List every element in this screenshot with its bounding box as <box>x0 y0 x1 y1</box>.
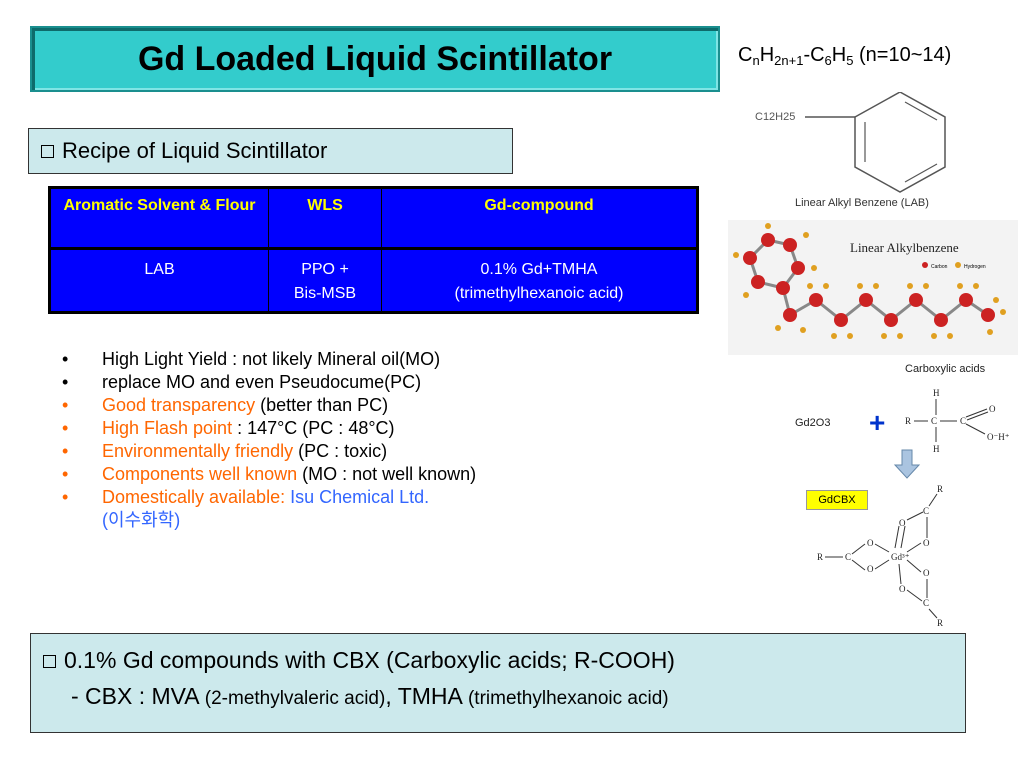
cbx-summary-line2: - CBX : MVA (2-methylvaleric acid), TMHA… <box>71 683 669 709</box>
recipe-heading: Recipe of Liquid Scintillator <box>62 138 328 163</box>
svg-text:O: O <box>989 404 996 414</box>
plus-icon: + <box>869 407 885 438</box>
list-item: •Components well known (MO : not well kn… <box>62 464 477 484</box>
svg-text:O: O <box>923 568 930 578</box>
gdcbx-label: GdCBX <box>806 490 868 510</box>
svg-text:O: O <box>867 564 874 574</box>
svg-text:C: C <box>960 416 966 426</box>
list-item: •replace MO and even Pseudocume(PC) <box>62 372 422 392</box>
svg-text:O: O <box>867 538 874 548</box>
svg-text:O: O <box>923 538 930 548</box>
benzene-ring-icon <box>854 92 946 193</box>
svg-text:H: H <box>933 388 940 398</box>
lab-chain-label: C12H25 <box>755 111 795 123</box>
cbx-summary-line1: 0.1% Gd compounds with CBX (Carboxylic a… <box>43 644 965 676</box>
table-cell-solvent: LAB <box>49 248 269 313</box>
svg-text:R: R <box>937 484 943 494</box>
svg-text:O: O <box>899 518 906 528</box>
svg-text:C: C <box>923 598 929 608</box>
page-title: Gd Loaded Liquid Scintillator <box>137 39 613 78</box>
cbx-summary-box: 0.1% Gd compounds with CBX (Carboxylic a… <box>30 633 966 733</box>
recipe-heading-box: Recipe of Liquid Scintillator <box>28 128 513 174</box>
list-item: •High Flash point : 147°C (PC : 48°C) <box>62 418 395 438</box>
svg-text:C: C <box>923 506 929 516</box>
table-row: LAB PPO + Bis-MSB 0.1% Gd+TMHA (trimethy… <box>49 248 698 313</box>
lab-model-title: Linear Alkylbenzene <box>850 240 959 255</box>
gd2o3-label: Gd2O3 <box>795 417 830 429</box>
svg-text:Gd³⁺: Gd³⁺ <box>891 552 910 562</box>
table-header: WLS <box>268 187 382 250</box>
table-cell-wls: PPO + Bis-MSB <box>268 248 382 313</box>
svg-text:O⁻H⁺: O⁻H⁺ <box>987 432 1010 442</box>
gd-cbx-reaction-diagram: Carboxylic acids Gd2O3 + H R C C O O⁻H⁺ … <box>795 363 1010 628</box>
svg-text:C: C <box>845 552 851 562</box>
svg-text:Hydrogen: Hydrogen <box>964 264 986 270</box>
list-item: •High Light Yield : not likely Mineral o… <box>62 349 441 369</box>
lab-molecule-model: Linear Alkylbenzene Carbon Hydrogen <box>728 220 1018 355</box>
svg-text:C: C <box>931 416 937 426</box>
svg-text:O: O <box>899 584 906 594</box>
list-item: •Domestically available: Isu Chemical Lt… <box>62 487 430 530</box>
svg-text:H: H <box>933 444 940 454</box>
down-arrow-icon <box>893 449 921 479</box>
table-header-row: Aromatic Solvent & Flour WLS Gd-compound <box>49 187 698 250</box>
lab-structure-diagram: C12H25 Linear Alkyl Benzene (LAB) <box>755 92 946 209</box>
table-header: Gd-compound <box>381 187 698 250</box>
svg-text:R: R <box>817 552 823 562</box>
checkbox-bullet-icon <box>43 655 56 668</box>
svg-text:R: R <box>937 618 943 628</box>
lab-formula: CnH2n+1-C6H5 (n=10~14) <box>738 44 952 68</box>
bullet-list: •High Light Yield : not likely Mineral o… <box>62 348 622 532</box>
title-box: Gd Loaded Liquid Scintillator <box>30 26 720 92</box>
checkbox-bullet-icon <box>41 144 54 158</box>
list-item: •Environmentally friendly (PC : toxic) <box>62 441 388 461</box>
recipe-table: Aromatic Solvent & Flour WLS Gd-compound… <box>48 186 699 314</box>
table-cell-gd: 0.1% Gd+TMHA (trimethylhexanoic acid) <box>381 248 698 313</box>
table-header: Aromatic Solvent & Flour <box>49 187 269 250</box>
list-item: •Good transparency (better than PC) <box>62 395 389 415</box>
lab-structure-caption: Linear Alkyl Benzene (LAB) <box>795 197 929 209</box>
svg-text:R: R <box>905 416 911 426</box>
svg-text:Carbon: Carbon <box>931 264 948 270</box>
carboxylic-title: Carboxylic acids <box>905 363 986 375</box>
